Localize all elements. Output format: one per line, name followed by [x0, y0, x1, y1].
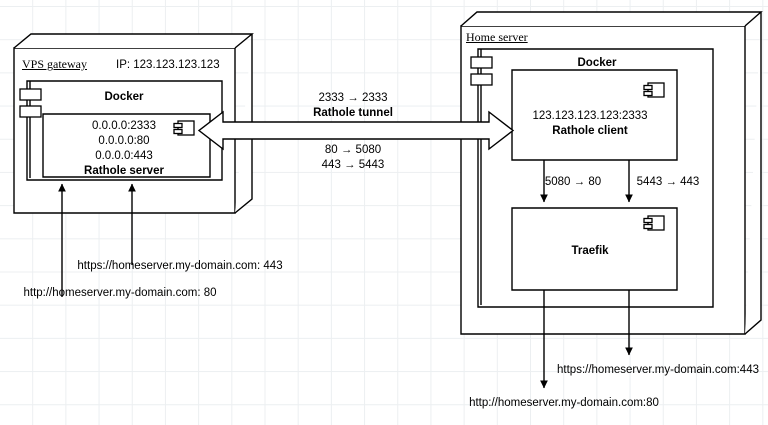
component-icon-traefik — [643, 215, 665, 231]
vps-endpoint-80: 0.0.0.0:80 — [98, 135, 150, 147]
component-icon-rathole-client — [643, 82, 665, 98]
home-server-title: Home server — [466, 30, 528, 44]
label-5443-to-443: 5443 → 443 — [636, 176, 700, 188]
tunnel-map-443-5443: 443 → 5443 — [321, 159, 385, 171]
rathole-client-endpoint: 123.123.123.123:2333 — [532, 110, 648, 122]
component-icon-rathole-server — [173, 120, 195, 136]
inbound-http-label: http://homeserver.my-domain.com: 80 — [23, 287, 217, 299]
rathole-tunnel-arrow — [197, 110, 515, 151]
home-traefik-box — [511, 207, 678, 291]
label-5080-to-80: 5080 → 80 — [544, 176, 602, 188]
vps-endpoint-443: 0.0.0.0:443 — [95, 150, 153, 162]
node-port-icon-home — [470, 49, 493, 305]
vps-gateway-title: VPS gateway — [22, 57, 87, 71]
traefik-label: Traefik — [571, 245, 609, 257]
outbound-http-label: http://homeserver.my-domain.com:80 — [469, 397, 659, 409]
node-port-icon-vps — [19, 81, 42, 178]
vps-rathole-server-box — [42, 113, 211, 178]
tunnel-ports-label: 2333 → 2333 — [318, 92, 388, 104]
vps-endpoint-2333: 0.0.0.0:2333 — [92, 120, 156, 132]
vps-docker-label: Docker — [104, 91, 144, 103]
tunnel-map-80-5080: 80 → 5080 — [324, 144, 382, 156]
inbound-https-label: https://homeserver.my-domain.com: 443 — [77, 260, 283, 272]
tunnel-name-label: Rathole tunnel — [313, 107, 393, 119]
rathole-server-label: Rathole server — [84, 165, 164, 177]
rathole-client-label: Rathole client — [552, 125, 628, 137]
home-docker-label: Docker — [577, 57, 617, 69]
outbound-https-label: https://homeserver.my-domain.com:443 — [557, 364, 759, 376]
vps-gateway-ip: IP: 123.123.123.123 — [116, 59, 220, 71]
